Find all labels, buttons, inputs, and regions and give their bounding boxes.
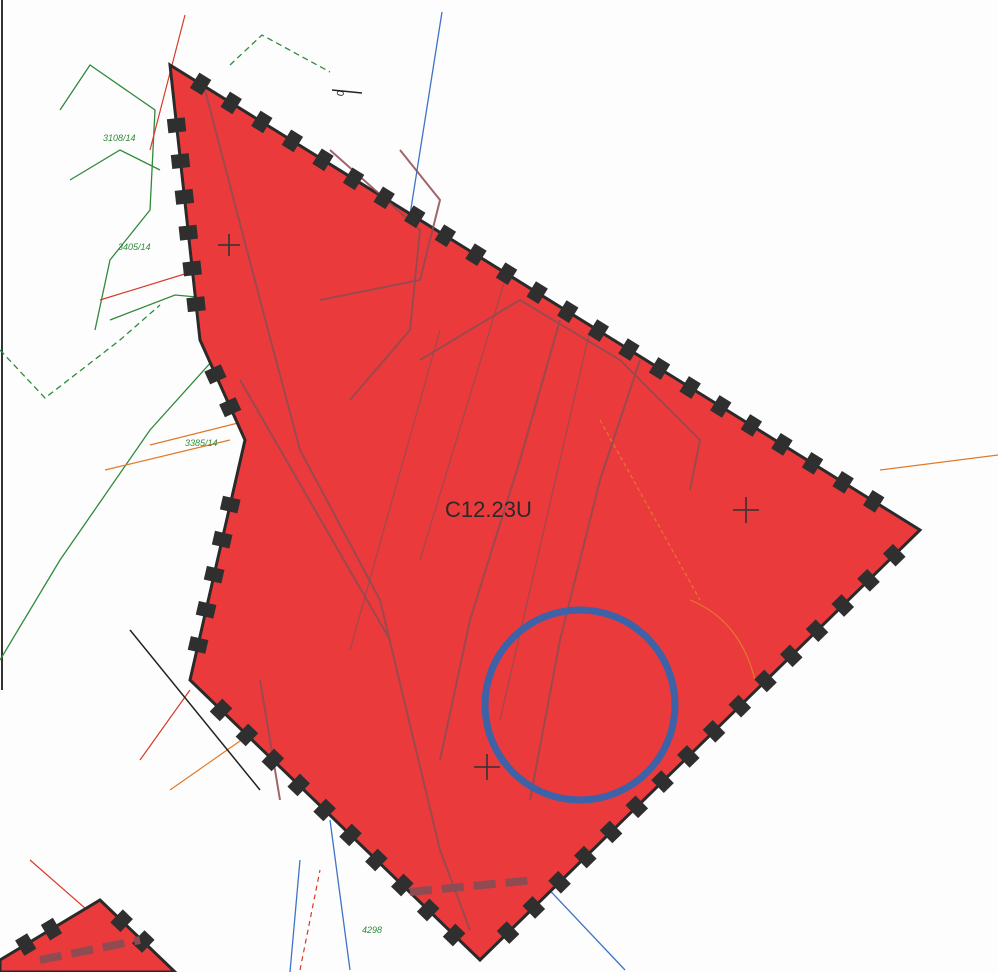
internal-utility-lines — [599, 419, 756, 681]
boundary-marker — [339, 823, 362, 847]
cadastral-lines — [0, 34, 331, 661]
boundary-marker — [110, 909, 133, 933]
boundary-marker — [416, 898, 440, 922]
boundary-marker — [178, 224, 198, 241]
crosshair-icon — [218, 234, 240, 256]
boundary-marker — [832, 470, 854, 494]
boundary-marker — [281, 129, 304, 153]
boundary-marker — [857, 568, 880, 592]
boundary-marker — [587, 319, 610, 342]
boundary-marker — [40, 917, 63, 941]
boundary-marker — [170, 153, 191, 169]
boundary-marker — [209, 698, 233, 722]
boundary-marker — [235, 723, 259, 747]
boundary-marker — [195, 600, 217, 619]
boundary-marker — [702, 719, 726, 743]
boundary-marker — [618, 338, 640, 361]
dashed-connector — [409, 876, 536, 896]
boundary-marker — [805, 619, 829, 642]
boundary-marker — [496, 921, 520, 944]
boundary-marker — [186, 296, 206, 313]
adjacent-zone-boundary-markers — [15, 909, 155, 956]
dashed-connector-adjacent — [39, 936, 141, 964]
boundary-marker — [132, 930, 155, 953]
boundary-marker — [648, 357, 671, 380]
boundary-marker — [261, 748, 285, 772]
boundary-marker — [557, 300, 579, 323]
boundary-marker — [679, 376, 701, 399]
boundary-marker — [211, 530, 233, 549]
zone-polygon[interactable] — [168, 62, 923, 963]
boundary-marker — [771, 433, 793, 456]
boundary-marker — [404, 205, 426, 229]
boundary-marker — [526, 281, 548, 304]
boundary-marker — [599, 820, 623, 844]
boundary-marker — [442, 923, 466, 947]
boundary-marker — [391, 873, 414, 897]
adjacent-zone-polygon[interactable] — [0, 898, 178, 972]
boundary-marker — [342, 167, 365, 191]
boundary-marker — [313, 798, 336, 822]
boundary-marker — [251, 110, 273, 134]
boundary-marker — [740, 414, 763, 437]
parcel-label: 3108/14 — [103, 133, 136, 143]
boundary-marker — [203, 565, 225, 584]
boundary-marker — [373, 186, 395, 210]
slope-hatches — [349, 279, 591, 721]
zone-label: C12.23U — [445, 497, 532, 522]
boundary-marker — [465, 243, 487, 267]
svg-text:0: 0 — [335, 89, 347, 97]
crosshair-icon — [474, 754, 500, 780]
boundary-marker — [15, 933, 37, 956]
parcel-label: 3385/14 — [185, 438, 218, 448]
boundary-marker — [882, 543, 906, 567]
boundary-marker — [495, 262, 518, 286]
boundary-marker — [219, 495, 241, 514]
boundary-marker — [676, 745, 700, 768]
crosshair-icon — [733, 497, 759, 523]
boundary-marker — [625, 795, 649, 819]
boundary-marker — [312, 148, 334, 172]
boundary-marker — [754, 669, 777, 693]
boundary-marker — [189, 72, 212, 96]
boundary-marker — [522, 896, 546, 919]
boundary-marker — [863, 489, 885, 513]
boundary-marker — [204, 364, 227, 385]
boundary-marker — [728, 694, 752, 718]
boundary-marker — [219, 397, 242, 418]
boundary-marker — [651, 770, 674, 793]
boundary-marker — [220, 91, 242, 115]
boundary-marker — [187, 636, 209, 654]
boundary-marker — [166, 117, 187, 134]
north-marker: 0 — [331, 89, 363, 97]
highlight-circle[interactable] — [481, 606, 679, 804]
parcel-label: 3405/14 — [118, 242, 151, 252]
boundary-marker — [365, 848, 388, 872]
boundary-marker — [831, 594, 855, 617]
boundary-marker — [573, 845, 597, 869]
boundary-marker — [710, 395, 732, 418]
zone-boundary-markers — [166, 72, 906, 947]
boundary-marker — [779, 644, 803, 668]
boundary-marker — [801, 452, 824, 475]
boundary-marker — [434, 224, 457, 248]
boundary-marker — [174, 188, 195, 205]
boundary-marker — [548, 870, 571, 894]
parcel-label: 4298 — [362, 925, 382, 935]
boundary-marker — [182, 260, 202, 277]
boundary-marker — [287, 773, 310, 797]
water-lines — [289, 11, 626, 972]
